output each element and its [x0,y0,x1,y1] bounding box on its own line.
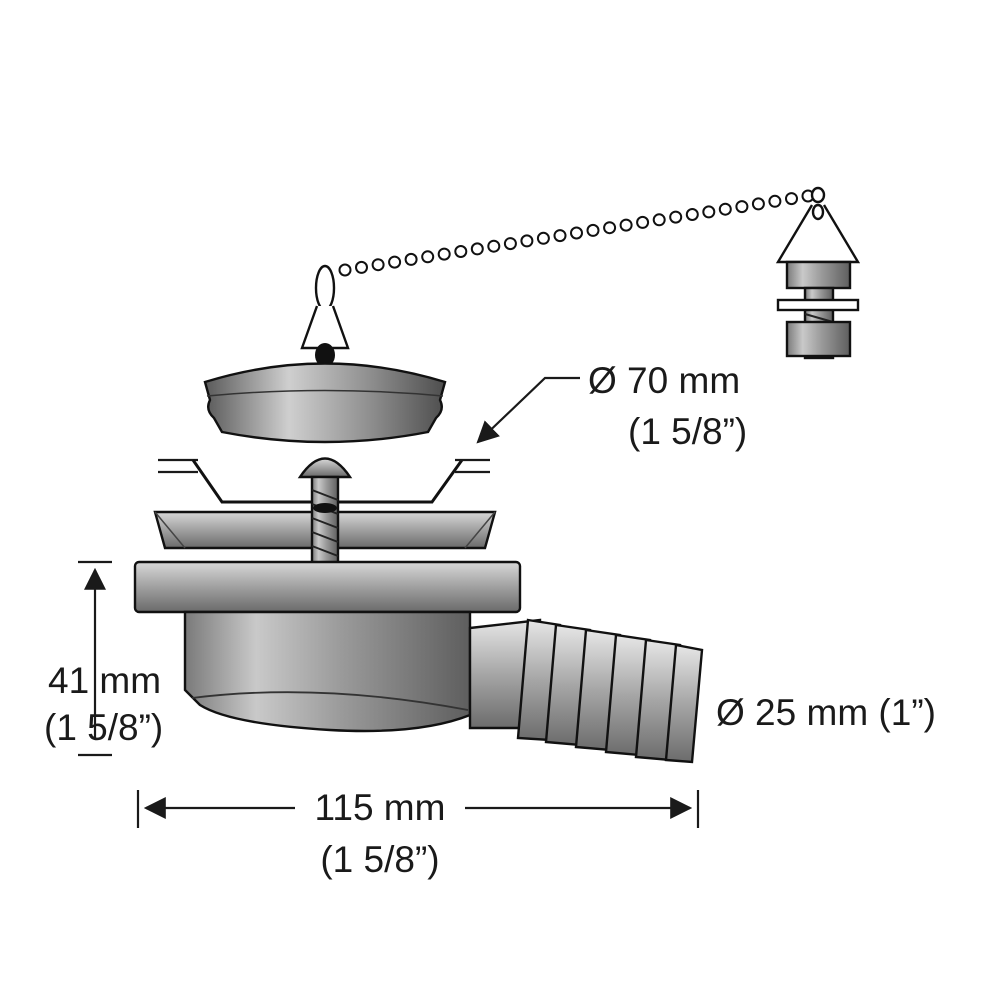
chain-anchor [775,186,861,360]
chain-link [470,242,484,256]
plug-stopper [203,362,447,444]
chain-link [702,205,716,219]
chain-link [536,231,550,245]
chain-link [685,208,699,221]
chain-link [355,260,368,274]
chain-link [603,221,617,235]
chain-link [718,202,732,216]
width-dimension-line [136,790,700,828]
height-dimension-line [78,560,112,757]
top-diameter-mm-label: Ø 70 mm [588,360,740,401]
height-in-label: (1 5/8”) [44,707,163,748]
outlet-diameter-label: Ø 25 mm (1”) [716,692,936,733]
hose-barb-outlet [468,618,704,764]
chain-link [520,234,534,248]
chain-link [553,229,567,243]
width-mm-label: 115 mm [315,787,446,828]
chain-link [421,250,435,264]
chain-link [371,258,385,272]
chain-link [785,192,798,206]
height-mm-label: 41 mm [48,660,161,701]
chain-link [570,226,583,240]
chain-link [768,194,782,208]
chain-link [437,247,451,261]
chain-link [454,245,468,258]
drain-body [133,560,522,733]
chain-link [669,210,683,224]
plug-hanger [300,264,350,367]
chain-link [503,237,517,251]
chain-link [652,213,666,227]
chain-link [636,215,650,229]
chain-link [404,252,418,266]
width-in-label: (1 5/8”) [320,839,439,880]
chain-link [751,197,765,211]
top-diameter-in-label: (1 5/8”) [628,411,747,452]
chain-link [586,223,600,237]
plug-chain [338,189,815,277]
diameter-70-leader [476,376,580,444]
chain-link [338,263,352,277]
chain-link [619,218,633,232]
chain-link [388,255,402,269]
center-screw [297,457,353,565]
chain-link [487,239,501,253]
chain-link [735,200,749,214]
